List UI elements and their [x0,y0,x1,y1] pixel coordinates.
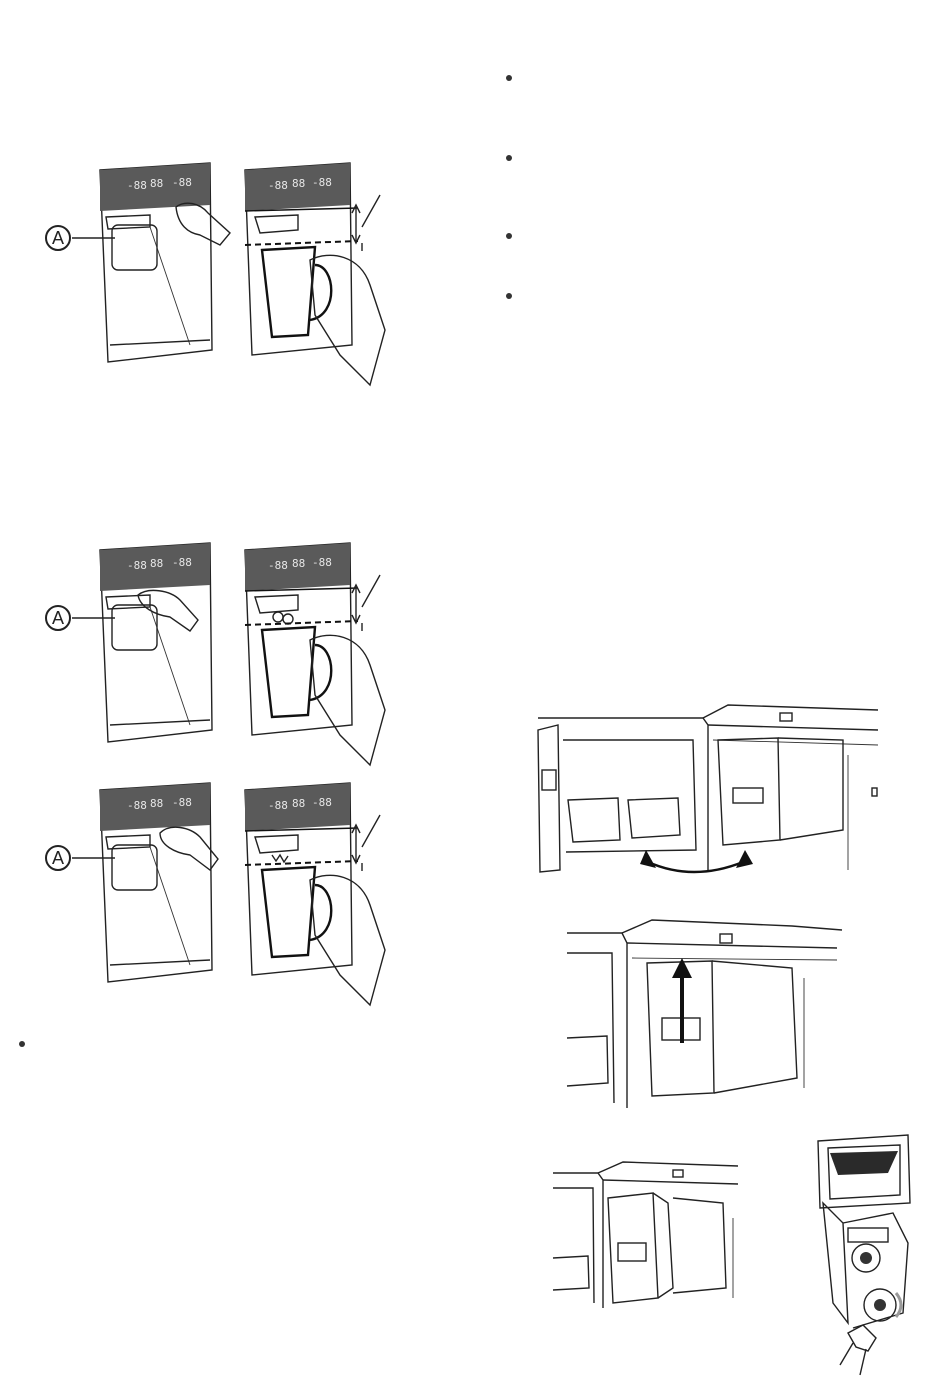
svg-text:88: 88 [292,797,305,810]
dispenser-crushed-ice-drawing: -88 88 -88 -88 88 -88 [40,775,420,1015]
list-bullet [506,155,512,161]
ice-bucket-lift-drawing [562,918,852,1113]
svg-text:88: 88 [292,557,305,570]
svg-text:88: 88 [292,177,305,190]
ice-bucket-detail-figure [808,1133,918,1378]
svg-text:-88: -88 [312,176,332,189]
svg-text:88: 88 [150,177,163,190]
dispenser-cubed-ice-drawing: -88 88 -88 -88 88 -88 [40,535,420,775]
ice-bucket-remove-figure [548,1158,753,1310]
callout-a-label: A [45,225,71,251]
list-bullet [19,1041,25,1047]
dispenser-cubed-ice-figure: A -88 88 -88 -88 88 -88 [40,535,420,775]
list-bullet [506,293,512,299]
ice-bucket-lift-figure [562,918,852,1113]
callout-a-label: A [45,845,71,871]
svg-text:-88: -88 [312,556,332,569]
svg-text:-88: -88 [268,179,288,192]
svg-text:-88: -88 [268,559,288,572]
freezer-door-open-drawing [528,700,888,878]
list-bullet [506,75,512,81]
freezer-door-open-figure [528,700,888,878]
svg-text:88: 88 [150,557,163,570]
ice-bucket-remove-drawing [548,1158,753,1310]
svg-text:-88: -88 [127,559,147,572]
svg-text:-88: -88 [127,799,147,812]
dispenser-water-figure: A -88 88 -88 -88 88 -88 [40,155,420,395]
svg-text:-88: -88 [172,796,192,809]
svg-text:-88: -88 [172,556,192,569]
list-bullet [506,233,512,239]
svg-text:-88: -88 [127,179,147,192]
dispenser-crushed-ice-figure: A -88 88 -88 -88 88 -88 [40,775,420,1015]
svg-text:-88: -88 [172,176,192,189]
dispenser-water-drawing: -88 88 -88 -88 88 -88 [40,155,420,395]
ice-bucket-detail-drawing [808,1133,918,1378]
svg-text:88: 88 [150,797,163,810]
svg-text:-88: -88 [268,799,288,812]
callout-a-label: A [45,605,71,631]
svg-text:-88: -88 [312,796,332,809]
